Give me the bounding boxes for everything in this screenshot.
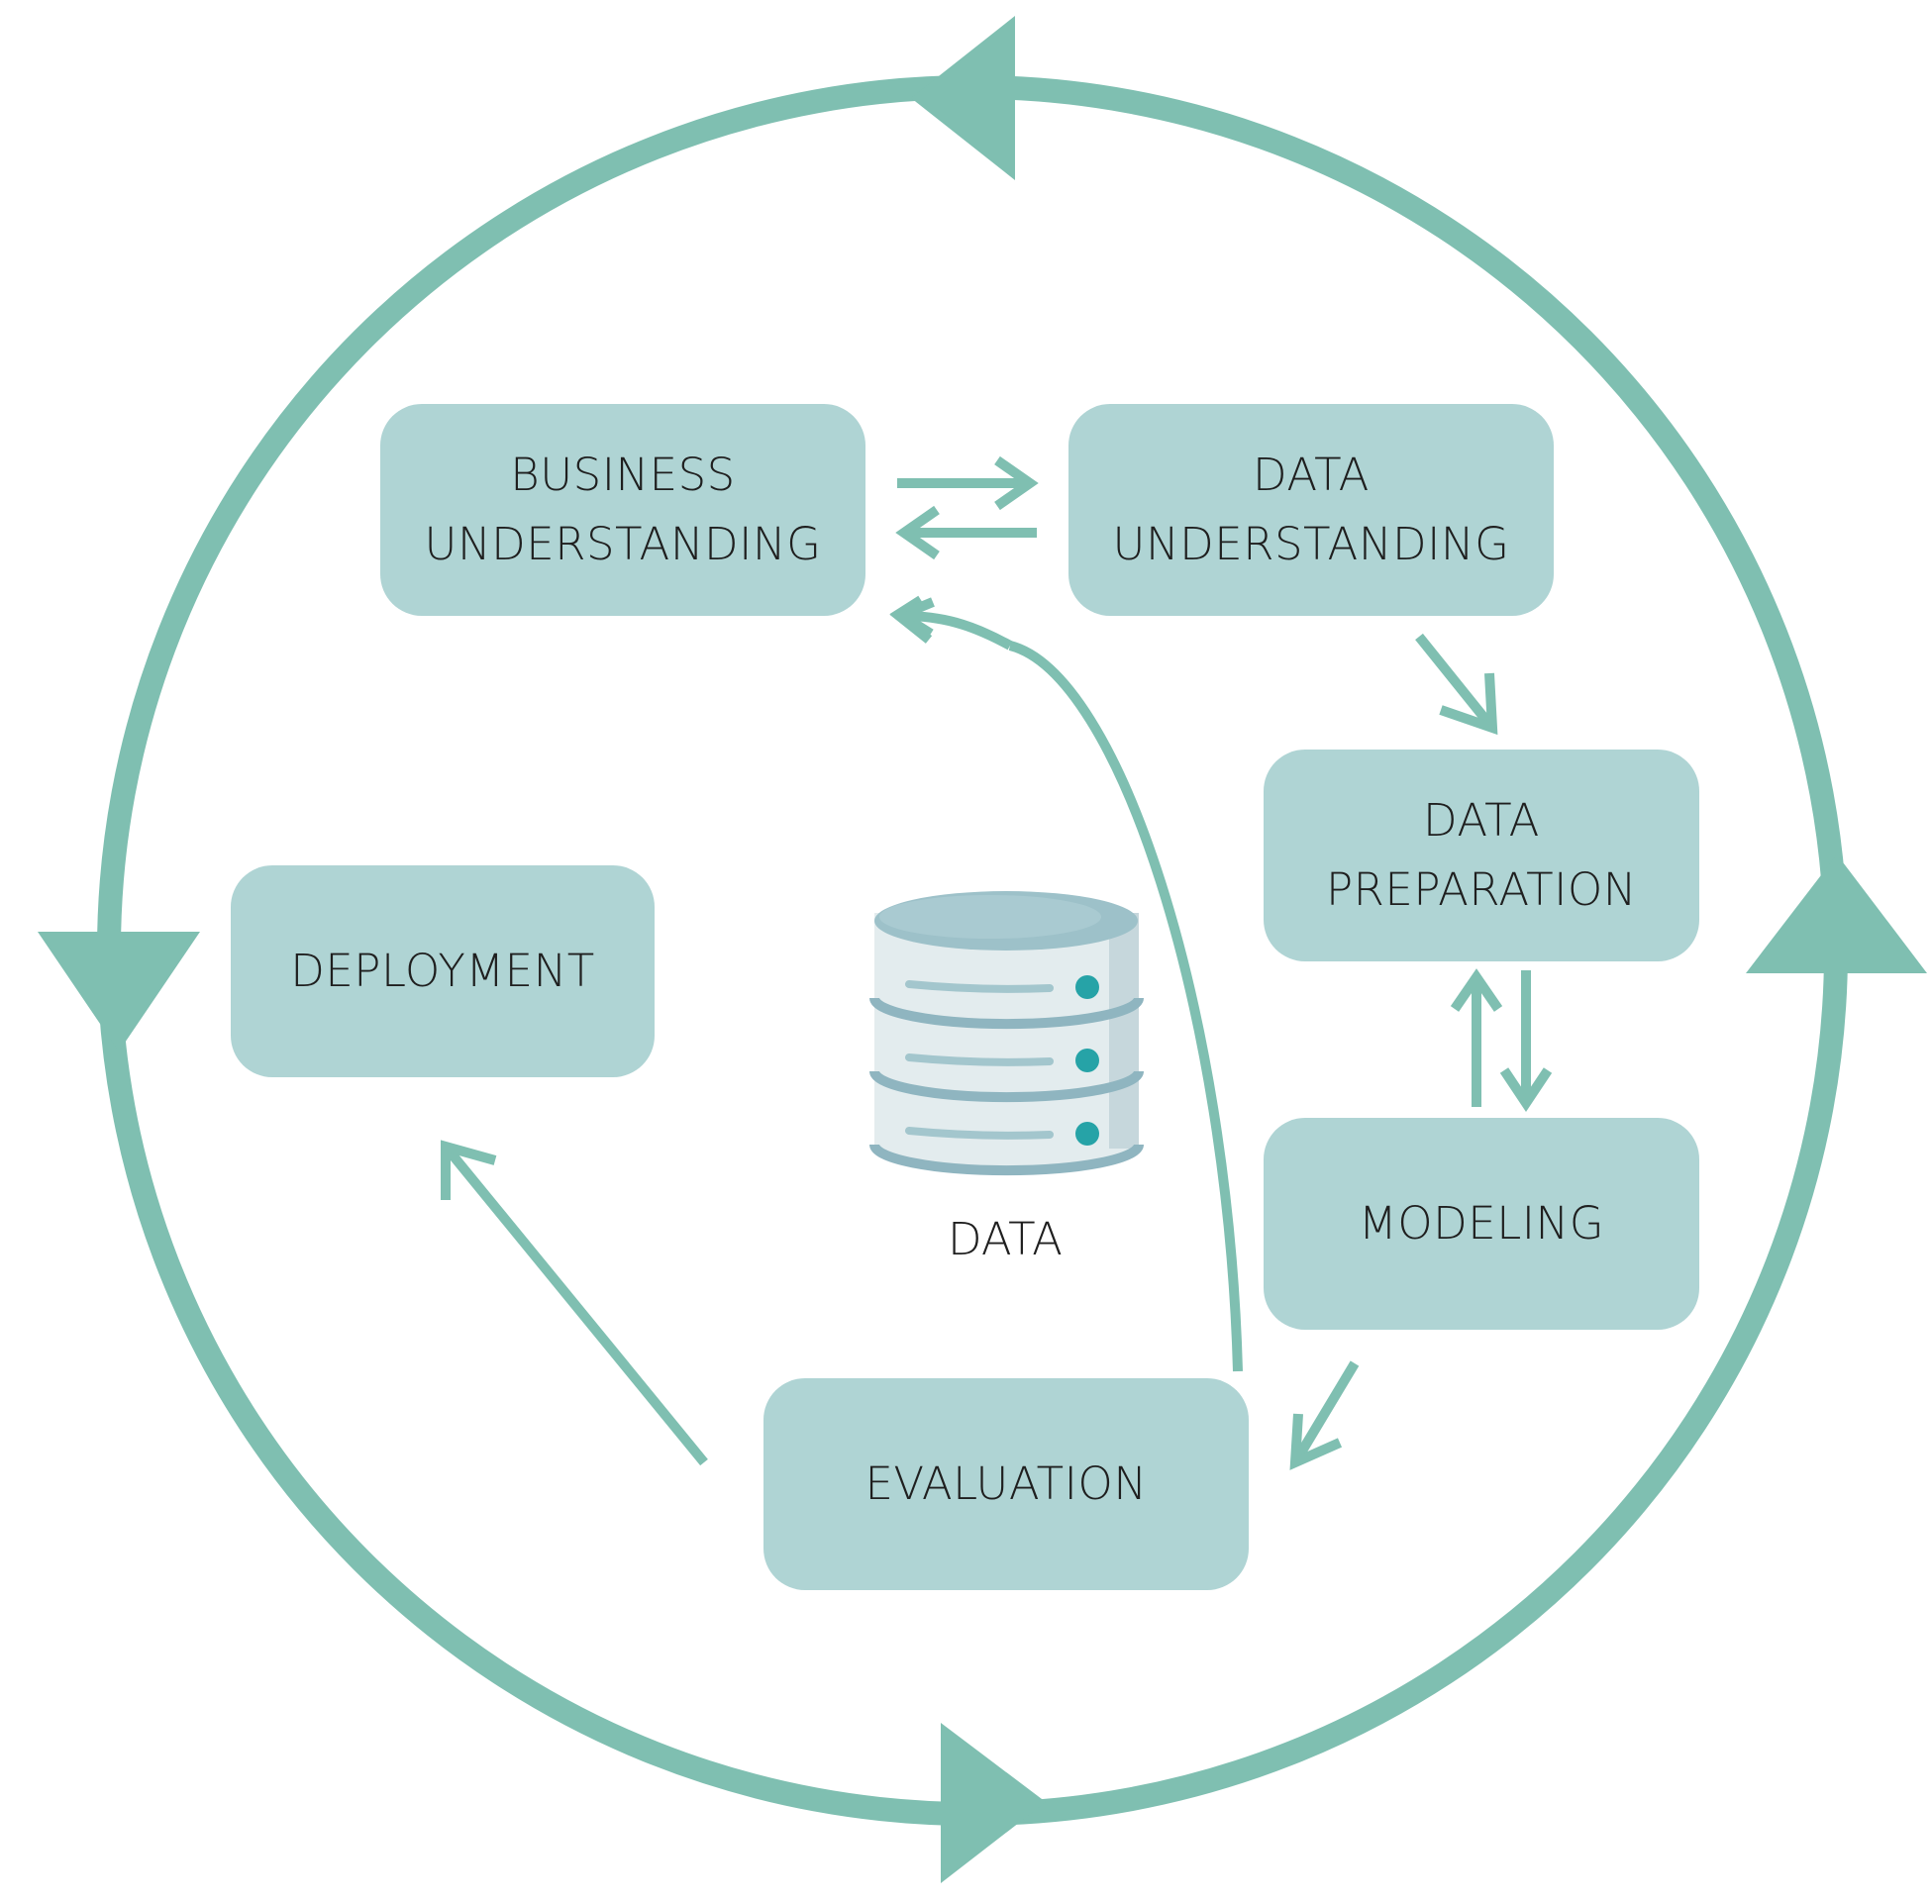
data-preparation-label: DATA PREPARATION bbox=[1326, 794, 1637, 916]
arrow-data-understanding-to-preparation bbox=[1415, 633, 1498, 736]
arrow-modeling-to-evaluation bbox=[1289, 1360, 1360, 1470]
cycle-arrowhead-right bbox=[1746, 854, 1927, 973]
data-preparation-box-shape bbox=[1264, 750, 1699, 961]
modeling-box: MODELING bbox=[1264, 1118, 1699, 1330]
modeling-box-shape bbox=[1264, 1118, 1699, 1330]
arrow-evaluation-to-business-head bbox=[889, 597, 935, 644]
business-understanding-box: BUSINESS UNDERSTANDING bbox=[380, 404, 865, 616]
database-icon bbox=[869, 891, 1144, 1176]
data-understanding-label: DATA UNDERSTANDING bbox=[1112, 449, 1510, 570]
cycle-arrowhead-bottom bbox=[941, 1723, 1046, 1883]
arrow-modeling-to-preparation bbox=[1450, 968, 1503, 1107]
arrow-data-understanding-to-business bbox=[895, 505, 1037, 560]
data-understanding-box: DATA UNDERSTANDING bbox=[1068, 404, 1554, 616]
business-understanding-label: BUSINESS UNDERSTANDING bbox=[424, 449, 822, 570]
modeling-label: MODELING bbox=[1358, 1197, 1605, 1250]
arrow-evaluation-to-business-tail bbox=[902, 611, 1013, 651]
arrow-preparation-to-modeling bbox=[1499, 970, 1553, 1113]
evaluation-label: EVALUATION bbox=[864, 1457, 1148, 1510]
evaluation-box-shape bbox=[763, 1378, 1249, 1590]
arrow-evaluation-to-deployment bbox=[441, 1140, 708, 1466]
deployment-label: DEPLOYMENT bbox=[290, 945, 595, 997]
data-preparation-box: DATA PREPARATION bbox=[1264, 750, 1699, 961]
deployment-box-shape bbox=[231, 865, 655, 1077]
deployment-box: DEPLOYMENT bbox=[231, 865, 655, 1077]
cycle-arrowhead-left bbox=[38, 932, 200, 1052]
evaluation-box: EVALUATION bbox=[763, 1378, 1249, 1590]
data-label: DATA bbox=[948, 1213, 1063, 1265]
cycle-arrowhead-top bbox=[911, 16, 1015, 180]
arrow-business-to-data-understanding bbox=[897, 455, 1039, 511]
data-understanding-box-shape bbox=[1068, 404, 1554, 616]
business-understanding-box-shape bbox=[380, 404, 865, 616]
